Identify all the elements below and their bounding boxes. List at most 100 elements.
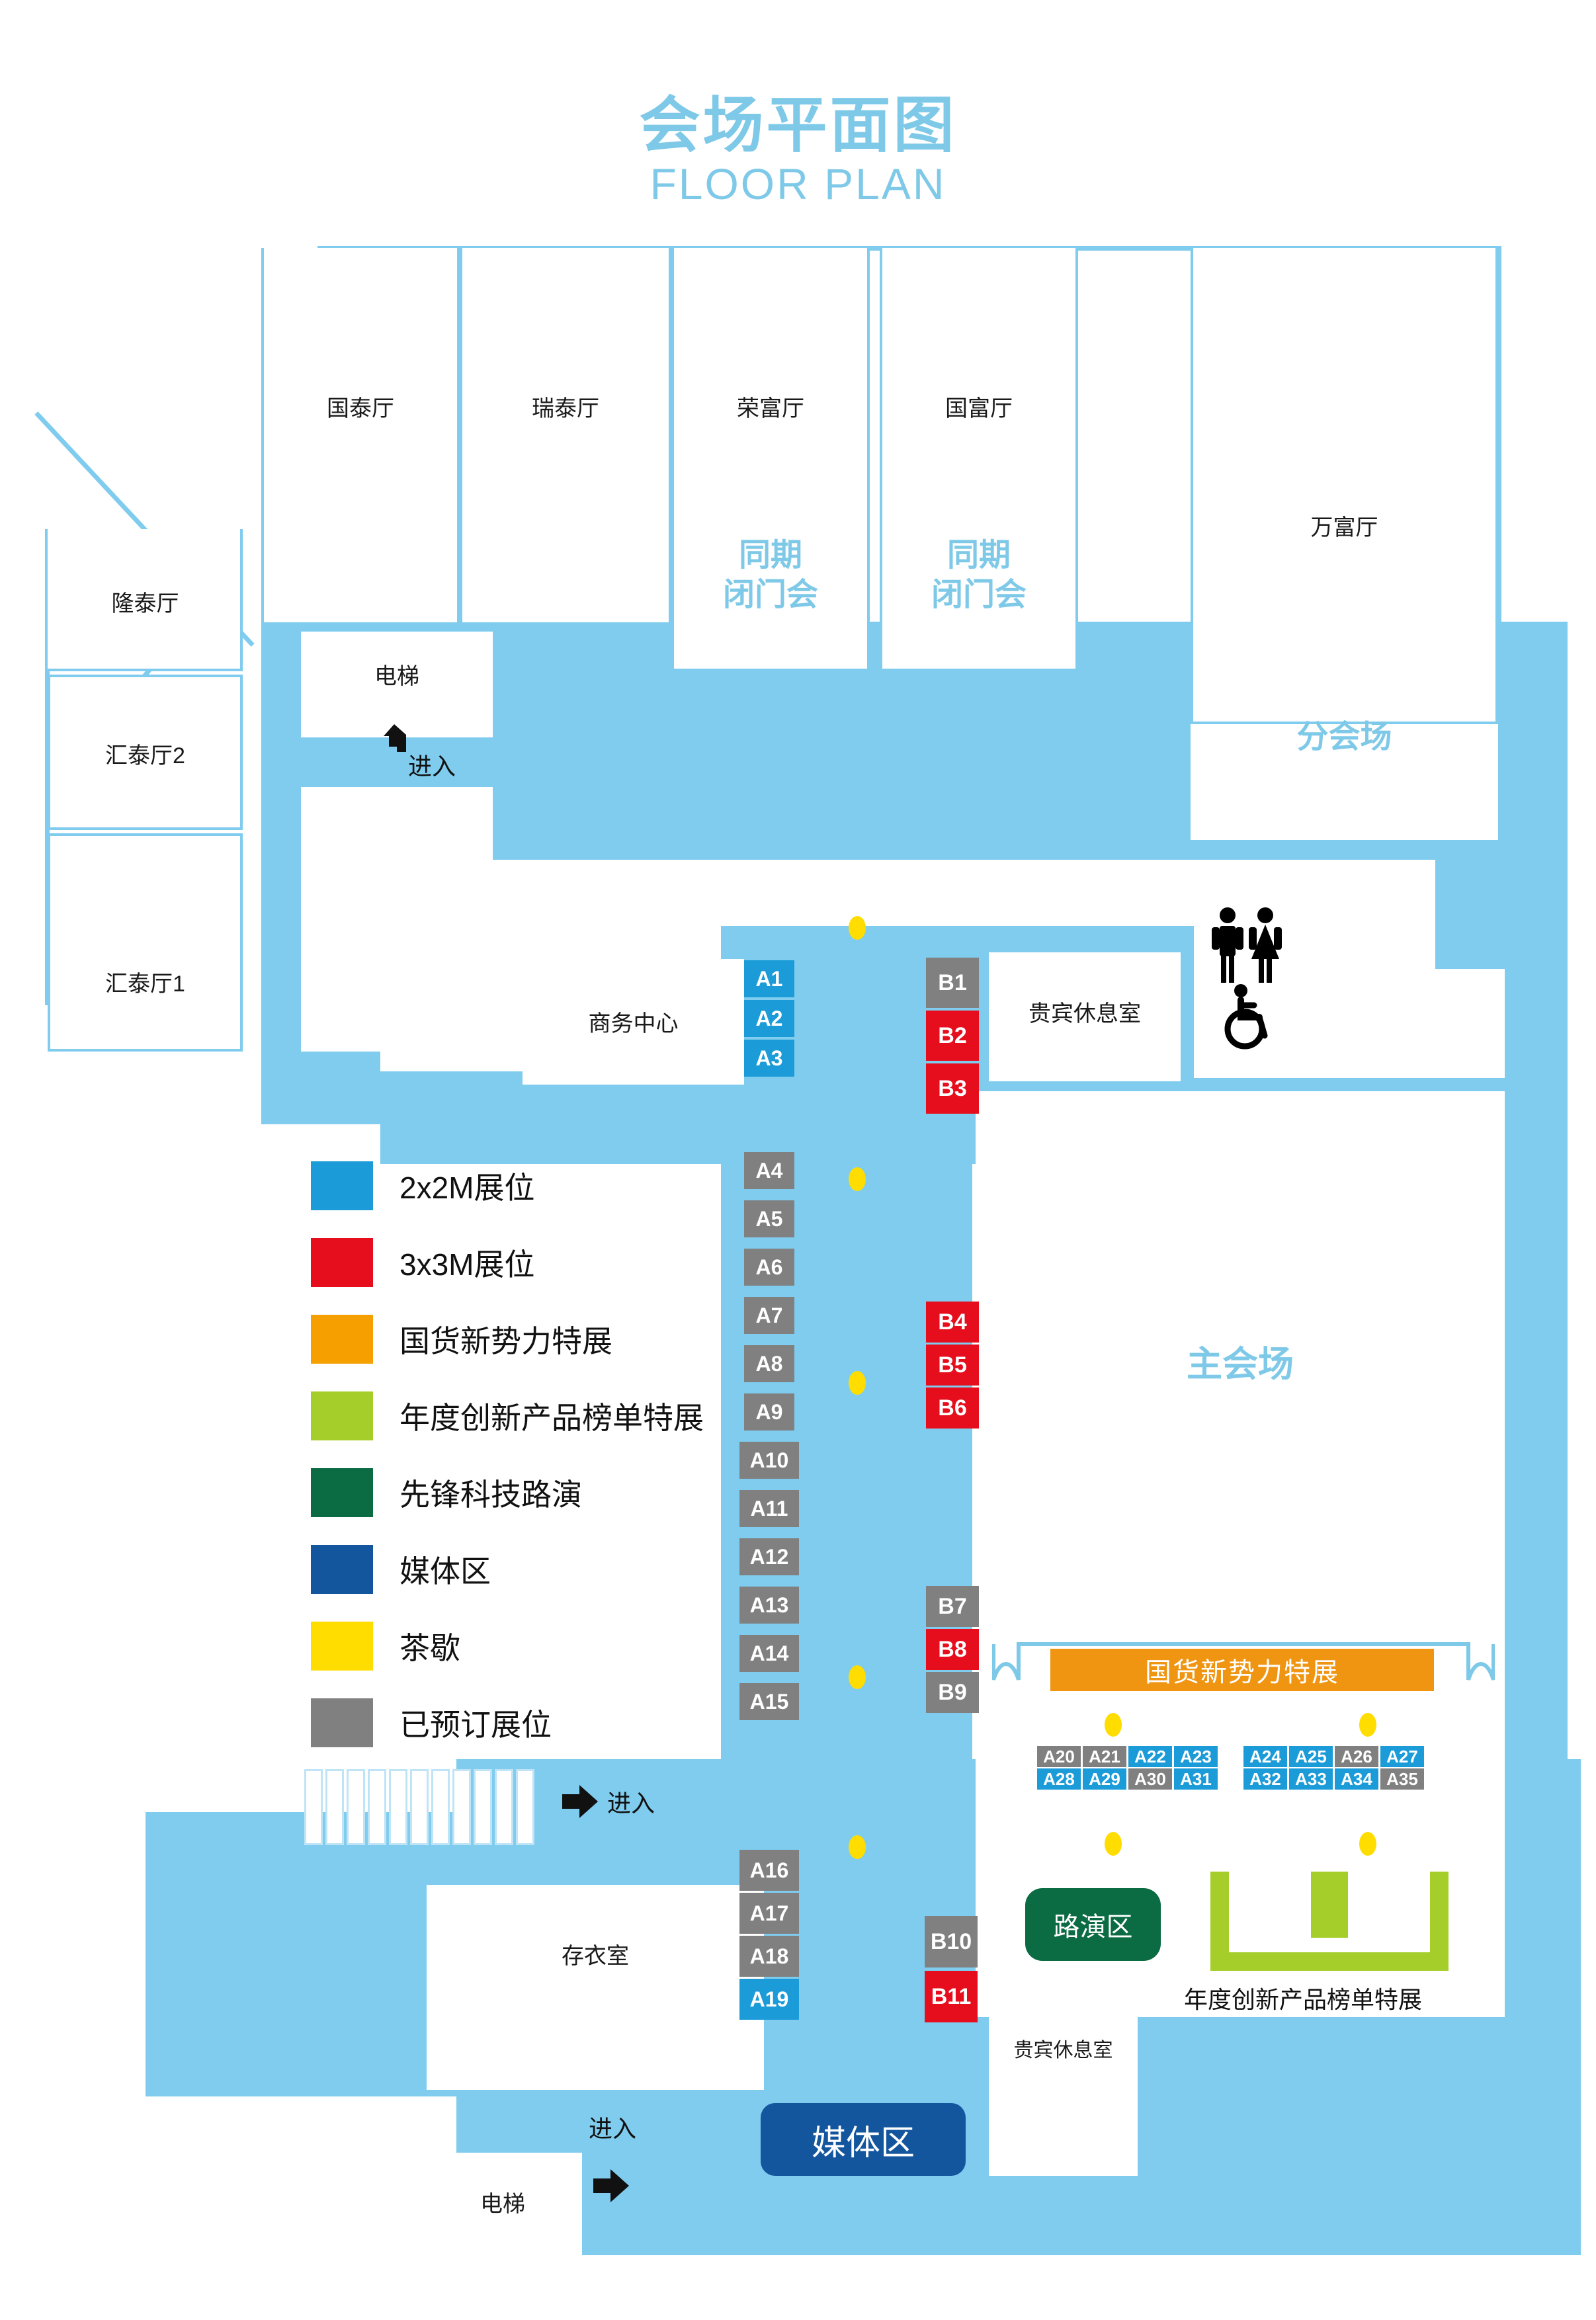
legend-swatch-2x2 [311, 1161, 373, 1210]
room-elevator-top[interactable] [301, 632, 493, 737]
booth-A12[interactable]: A12 [739, 1538, 799, 1575]
room-label-longtai: 隆泰厅 [111, 591, 179, 616]
legend-label-booked: 已预订展位 [399, 1708, 552, 1742]
tea-break-dot [1105, 1713, 1122, 1737]
booth-A3[interactable]: A3 [744, 1040, 794, 1077]
legend: 2x2M展位 3x3M展位 国货新势力特展 年度创新产品榜单特展 先锋科技路演 … [311, 1147, 704, 1761]
booth-B1[interactable]: B1 [926, 958, 979, 1008]
room-vip-bottom[interactable] [989, 1974, 1138, 2176]
legend-item-2x2: 2x2M展位 [311, 1147, 704, 1224]
booth-A13[interactable]: A13 [739, 1587, 799, 1624]
booth-A20[interactable]: A20 [1037, 1746, 1081, 1767]
room-elevator-bottom[interactable] [423, 2153, 582, 2268]
room-rongfu[interactable] [671, 248, 870, 671]
booth-A19[interactable]: A19 [739, 1979, 799, 2020]
booth-A24[interactable]: A24 [1243, 1746, 1287, 1767]
booth-A4[interactable]: A4 [744, 1152, 794, 1189]
booth-A23[interactable]: A23 [1174, 1746, 1218, 1767]
booth-A21[interactable]: A21 [1083, 1746, 1126, 1767]
zone-label-closed-door-2: 同期 闭门会 [931, 538, 1027, 612]
door-marker [997, 872, 1017, 897]
media-area-pill[interactable]: 媒体区 [761, 2103, 966, 2176]
booth-A16[interactable]: A16 [739, 1850, 799, 1891]
booth-B10[interactable]: B10 [925, 1916, 978, 1968]
entry-label-mid: 进入 [607, 1790, 655, 1817]
booth-A5[interactable]: A5 [744, 1200, 794, 1237]
room-label-elevator-top: 电梯 [374, 664, 419, 689]
booth-A17[interactable]: A17 [739, 1893, 799, 1934]
booth-A30[interactable]: A30 [1128, 1768, 1172, 1790]
room-label-business-center: 商务中心 [588, 1011, 679, 1036]
legend-swatch-annual-products [311, 1391, 373, 1440]
booth-A11[interactable]: A11 [739, 1490, 799, 1527]
booth-B9[interactable]: B9 [926, 1672, 979, 1713]
page-title-cn: 会场平面图 [639, 92, 957, 159]
tea-break-dot [849, 1371, 866, 1395]
stage-curtain-decor [991, 1640, 1495, 1686]
room-sub-venue[interactable] [1191, 724, 1498, 840]
wall-outer-right [1497, 246, 1501, 630]
booth-B5[interactable]: B5 [926, 1345, 979, 1386]
tea-break-dot [849, 1665, 866, 1689]
room-wanfu[interactable] [1191, 248, 1498, 724]
booth-A31[interactable]: A31 [1174, 1768, 1218, 1790]
room-vip-top[interactable] [989, 952, 1181, 1081]
booth-B2[interactable]: B2 [926, 1011, 979, 1061]
room-guotai[interactable] [261, 248, 460, 625]
room-business-center[interactable] [523, 959, 744, 1085]
stage-center-panel [1311, 1872, 1348, 1938]
zone-label-sub-venue: 分会场 [1296, 720, 1392, 755]
booth-B3[interactable]: B3 [926, 1063, 979, 1114]
page-title-en: FLOOR PLAN [650, 159, 946, 208]
entry-label-bottom: 进入 [589, 2115, 637, 2142]
corridor-bottom-left [146, 1812, 463, 2096]
legend-item-annual-products: 年度创新产品榜单特展 [311, 1378, 704, 1454]
tea-break-dot [1359, 1832, 1376, 1856]
legend-item-roadshow: 先锋科技路演 [311, 1454, 704, 1531]
booth-A7[interactable]: A7 [744, 1297, 794, 1334]
booth-A15[interactable]: A15 [739, 1683, 799, 1720]
booth-A26[interactable]: A26 [1335, 1746, 1378, 1767]
room-restroom-ext [1323, 969, 1505, 1078]
legend-label-2x2: 2x2M展位 [399, 1171, 535, 1205]
booth-A28[interactable]: A28 [1037, 1768, 1081, 1790]
booth-A1[interactable]: A1 [744, 960, 794, 997]
booth-A22[interactable]: A22 [1128, 1746, 1172, 1767]
zone-label-closed-door-1: 同期 闭门会 [722, 538, 818, 612]
booth-A27[interactable]: A27 [1380, 1746, 1424, 1767]
room-huitai2[interactable] [48, 675, 243, 830]
room-main-venue[interactable] [976, 1091, 1505, 2017]
booth-B4[interactable]: B4 [926, 1302, 979, 1343]
booth-B6[interactable]: B6 [926, 1388, 979, 1429]
booth-A34[interactable]: A34 [1335, 1768, 1378, 1790]
annual-product-stage[interactable] [1210, 1872, 1449, 1971]
orange-special-exhibit-banner[interactable]: 国货新势力特展 [1050, 1649, 1434, 1691]
room-guofu[interactable] [880, 248, 1078, 671]
booth-A8[interactable]: A8 [744, 1345, 794, 1382]
booth-A6[interactable]: A6 [744, 1249, 794, 1286]
booth-A33[interactable]: A33 [1289, 1768, 1333, 1790]
booth-A18[interactable]: A18 [739, 1936, 799, 1977]
booth-A2[interactable]: A2 [744, 1000, 794, 1037]
booth-A35[interactable]: A35 [1380, 1768, 1424, 1790]
booth-B7[interactable]: B7 [926, 1586, 979, 1627]
room-ruitai[interactable] [460, 248, 671, 625]
room-cloakroom[interactable] [427, 1885, 764, 2090]
booth-B8[interactable]: B8 [926, 1629, 979, 1670]
booth-A32[interactable]: A32 [1243, 1768, 1287, 1790]
door-marker [1070, 872, 1183, 895]
booth-A10[interactable]: A10 [739, 1442, 799, 1479]
room-longtai[interactable] [48, 529, 243, 671]
roadshow-area-pill[interactable]: 路演区 [1025, 1888, 1161, 1961]
booth-A29[interactable]: A29 [1083, 1768, 1126, 1790]
booth-A9[interactable]: A9 [744, 1393, 794, 1430]
booth-A14[interactable]: A14 [739, 1635, 799, 1672]
legend-swatch-tea-break [311, 1622, 373, 1671]
legend-label-tea-break: 茶歇 [399, 1631, 460, 1665]
room-label-cloakroom: 存衣室 [562, 1944, 629, 1969]
booth-A25[interactable]: A25 [1289, 1746, 1333, 1767]
room-huitai1[interactable] [48, 833, 243, 1052]
booth-B11[interactable]: B11 [925, 1971, 978, 2022]
legend-label-roadshow: 先锋科技路演 [399, 1477, 582, 1512]
legend-item-media: 媒体区 [311, 1531, 704, 1608]
